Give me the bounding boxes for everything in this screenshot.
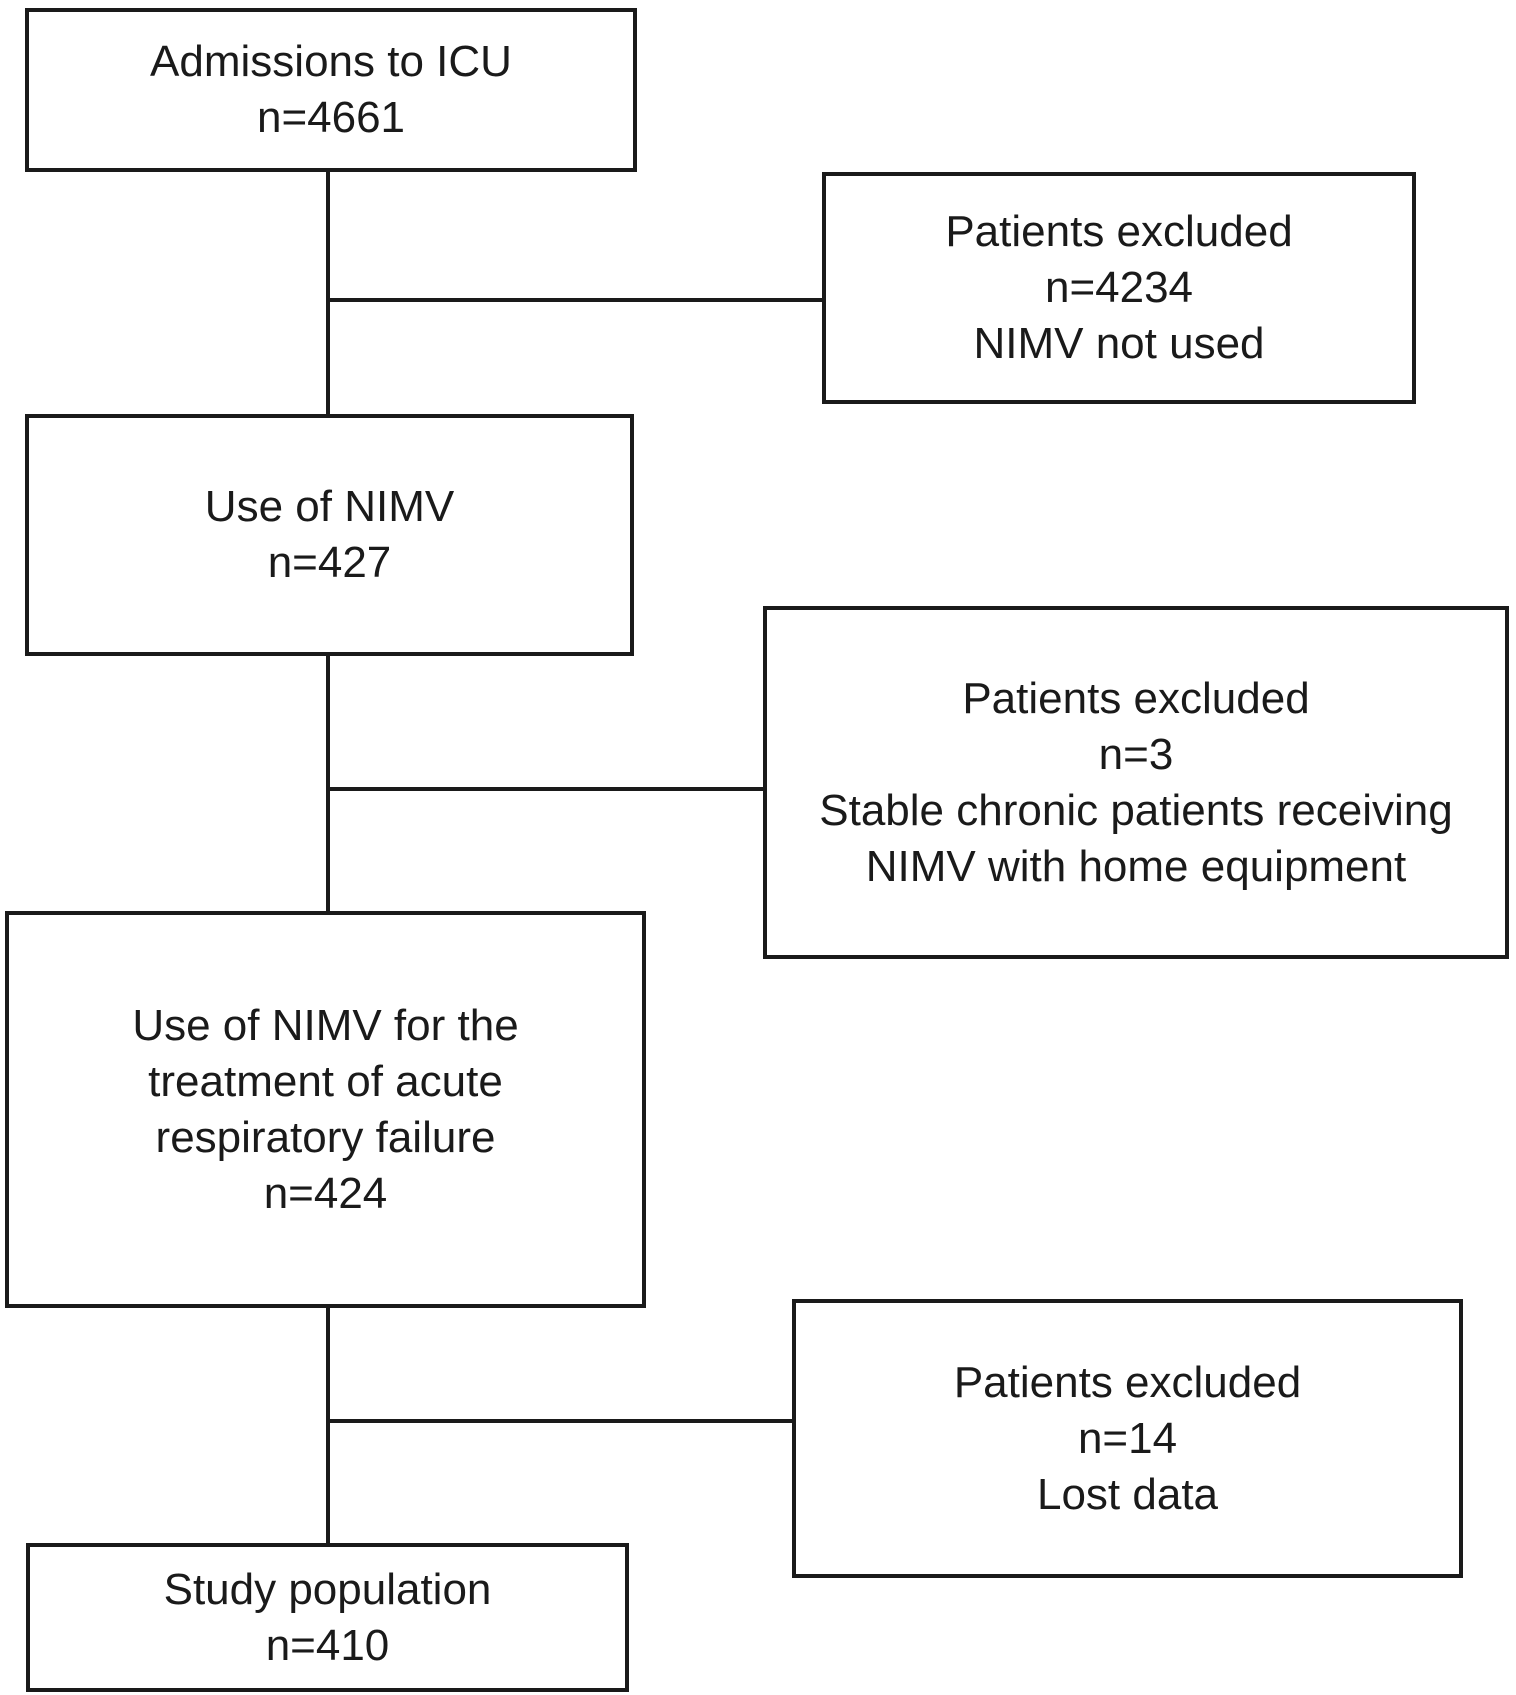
excluded-3-reason: Lost data (1036, 1469, 1219, 1519)
flow-box-excluded-lost-data: Patients excluded n=14 Lost data (792, 1299, 1463, 1578)
flow-box-study-population: Study population n=410 (26, 1543, 629, 1692)
connector-nimv-to-arf (326, 655, 330, 913)
connector-branch-excluded-2 (328, 787, 765, 791)
study-title: Study population (163, 1564, 492, 1614)
flow-box-use-of-nimv: Use of NIMV n=427 (25, 414, 634, 656)
flow-box-excluded-nimv-not-used: Patients excluded n=4234 NIMV not used (822, 172, 1416, 404)
excluded-3-count: n=14 (1077, 1413, 1178, 1463)
admissions-title: Admissions to ICU (150, 37, 512, 86)
nimv-title: Use of NIMV (204, 482, 455, 531)
excluded-1-count: n=4234 (1044, 263, 1194, 312)
admissions-count: n=4661 (256, 93, 406, 142)
arf-title-1: Use of NIMV for the (132, 1000, 519, 1050)
connector-admissions-to-nimv (326, 170, 330, 416)
excluded-1-reason: NIMV not used (973, 319, 1265, 368)
excluded-2-count: n=3 (1098, 729, 1174, 779)
connector-arf-to-study (326, 1306, 330, 1545)
connector-branch-excluded-3 (328, 1419, 794, 1423)
arf-title-2: treatment of acute (148, 1056, 503, 1106)
nimv-count: n=427 (267, 538, 392, 587)
excluded-2-title: Patients excluded (962, 673, 1310, 723)
excluded-2-reason-2: NIMV with home equipment (865, 841, 1407, 891)
excluded-3-title: Patients excluded (953, 1357, 1302, 1407)
arf-title-3: respiratory failure (155, 1112, 496, 1162)
connector-branch-excluded-1 (328, 298, 824, 302)
flow-box-admissions-to-icu: Admissions to ICU n=4661 (25, 8, 637, 172)
flow-box-nimv-acute-respiratory-failure: Use of NIMV for the treatment of acute r… (5, 911, 646, 1308)
study-count: n=410 (265, 1620, 390, 1670)
excluded-2-reason-1: Stable chronic patients receiving (819, 785, 1453, 835)
arf-count: n=424 (263, 1168, 388, 1218)
flow-box-excluded-stable-chronic: Patients excluded n=3 Stable chronic pat… (763, 606, 1509, 959)
excluded-1-title: Patients excluded (945, 207, 1293, 256)
